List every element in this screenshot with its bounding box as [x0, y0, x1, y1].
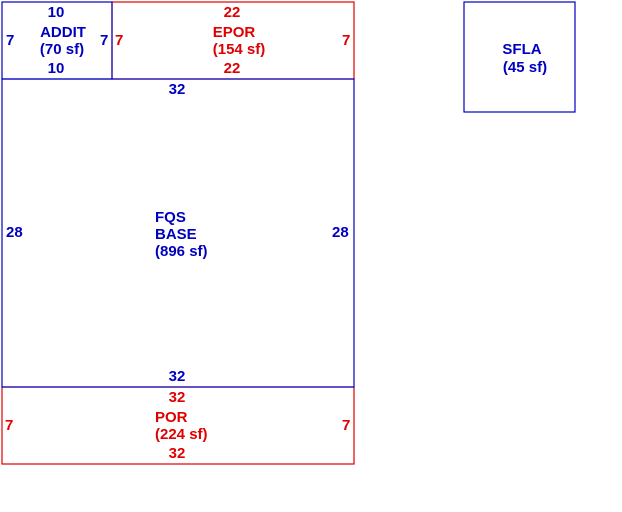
- epor-dim-bottom: 22: [224, 60, 241, 77]
- base-dim-top: 32: [169, 81, 186, 98]
- base-name-line1: FQS: [155, 209, 186, 226]
- sfla-area: (45 sf): [503, 59, 547, 76]
- addit-dim-left: 7: [6, 32, 14, 49]
- por-dim-left: 7: [5, 417, 13, 434]
- por-dim-top: 32: [169, 389, 186, 406]
- epor-area: (154 sf): [213, 41, 266, 58]
- base-area: (896 sf): [155, 243, 208, 260]
- addit-dim-right: 7: [100, 32, 108, 49]
- base-name-line2: BASE: [155, 226, 197, 243]
- por-dim-bottom: 32: [169, 445, 186, 462]
- addit-dim-top: 10: [48, 4, 65, 21]
- base-dim-bottom: 32: [169, 368, 186, 385]
- por-name: POR: [155, 409, 188, 426]
- por-area: (224 sf): [155, 426, 208, 443]
- epor-name: EPOR: [213, 24, 256, 41]
- base-dim-left: 28: [6, 224, 23, 241]
- epor-dim-left: 7: [115, 32, 123, 49]
- epor-dim-right: 7: [342, 32, 350, 49]
- por-dim-right: 7: [342, 417, 350, 434]
- sfla-name: SFLA: [502, 41, 541, 58]
- base-outline: [1, 78, 355, 388]
- base-dim-right: 28: [332, 224, 349, 241]
- addit-dim-bottom: 10: [48, 60, 65, 77]
- sfla-outline: [463, 1, 576, 113]
- epor-dim-top: 22: [224, 4, 241, 21]
- addit-area: (70 sf): [40, 41, 84, 58]
- addit-name: ADDIT: [40, 24, 86, 41]
